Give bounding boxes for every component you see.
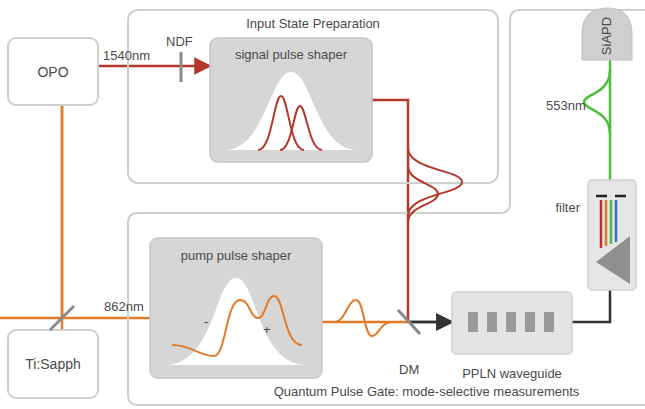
poling-domain bbox=[525, 312, 535, 332]
spectral-line bbox=[610, 200, 613, 244]
beam-line bbox=[61, 105, 64, 330]
beam-connector bbox=[62, 105, 150, 318]
pump-pulse bbox=[334, 300, 392, 336]
node-label: Input State Preparation bbox=[246, 16, 380, 32]
dichroic-mirror bbox=[398, 310, 420, 334]
pump-pulse bbox=[172, 296, 302, 356]
diagram-node: Ti:Sapph bbox=[8, 330, 98, 398]
edge-label: 553nm bbox=[546, 98, 586, 114]
slit bbox=[596, 195, 607, 198]
part-label: + bbox=[263, 322, 271, 338]
poling-domain bbox=[506, 312, 516, 332]
signal-pulse bbox=[258, 96, 304, 150]
part-label: NDF bbox=[166, 34, 193, 50]
node-label: signal pulse shaper bbox=[235, 47, 347, 63]
beam-splitter bbox=[50, 306, 74, 330]
beam-line bbox=[410, 321, 452, 324]
node-label: filter bbox=[555, 200, 580, 216]
part-label: - bbox=[204, 314, 208, 330]
node-label: PPLN waveguide bbox=[462, 366, 562, 382]
diagram-node: filter bbox=[588, 180, 636, 290]
box-outline bbox=[8, 38, 98, 105]
shaper-box bbox=[150, 238, 322, 378]
node-label: OPO bbox=[37, 64, 68, 80]
region-outline bbox=[128, 10, 498, 183]
node-label: Ti:Sapph bbox=[25, 356, 81, 372]
grating-prism bbox=[596, 236, 630, 284]
diagram-node: signal pulse shaper bbox=[210, 38, 372, 162]
beam-connector bbox=[98, 66, 210, 67]
spectral-line bbox=[615, 200, 618, 242]
beam-line bbox=[572, 290, 610, 322]
node-label: Quantum Pulse Gate: mode-selective measu… bbox=[274, 384, 580, 400]
diagram-node: PPLN waveguide bbox=[452, 292, 572, 354]
shaper-box bbox=[210, 38, 372, 162]
slit bbox=[615, 195, 626, 198]
beam-line bbox=[410, 321, 452, 324]
region-outline bbox=[128, 10, 645, 405]
signal-pulse bbox=[280, 106, 322, 150]
node-label: SiAPD bbox=[599, 17, 615, 55]
output-pulse bbox=[584, 70, 610, 134]
signal-pulse bbox=[408, 166, 438, 222]
envelope bbox=[165, 278, 307, 365]
diagram-node: pump pulse shaperPPLN waveguide filter SiA… bbox=[128, 10, 645, 405]
input-beam bbox=[0, 317, 62, 320]
beam-connector bbox=[572, 290, 610, 322]
diagram-node: pump pulse shaper bbox=[150, 238, 322, 378]
beam-connector bbox=[62, 105, 63, 330]
beam-line bbox=[62, 105, 150, 318]
poling-domain bbox=[487, 312, 497, 332]
spectral-line bbox=[605, 200, 608, 246]
edge-label: 1540nm bbox=[103, 48, 150, 64]
filter-box bbox=[588, 180, 636, 290]
envelope bbox=[225, 72, 357, 150]
spectral-line bbox=[600, 200, 603, 248]
edge-label: 862nm bbox=[104, 299, 144, 315]
nd-filter bbox=[180, 52, 183, 82]
beam-line bbox=[98, 65, 210, 68]
beam-connector bbox=[372, 100, 452, 322]
detector-dome bbox=[582, 8, 632, 60]
box-outline bbox=[8, 330, 98, 398]
beam-line bbox=[372, 100, 410, 322]
part-label: DM bbox=[399, 362, 419, 378]
waveguide-box bbox=[452, 292, 572, 354]
poling-domain bbox=[544, 312, 554, 332]
diagram-node: SiAPD bbox=[582, 8, 632, 60]
signal-pulse bbox=[408, 148, 462, 216]
diagram-node: OPO bbox=[8, 38, 98, 105]
node-label: pump pulse shaper bbox=[181, 248, 292, 264]
poling-domain bbox=[468, 312, 478, 332]
